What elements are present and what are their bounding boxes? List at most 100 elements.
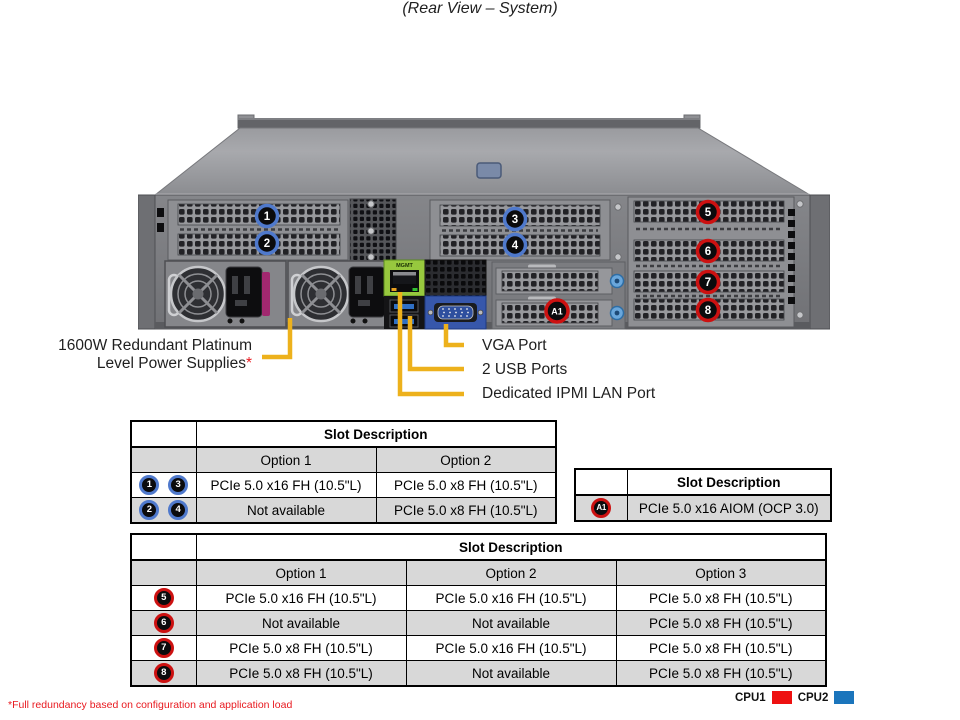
option-header: Option 2 <box>405 559 617 586</box>
psu-label-line1: 1600W Redundant Platinum <box>58 337 252 354</box>
callout-6: 6 <box>695 238 721 264</box>
vga-port-label: VGA Port <box>482 337 547 354</box>
psu-label: 1600W Redundant Platinum Level Power Sup… <box>26 337 252 372</box>
table-corner-cell <box>130 533 197 561</box>
ipmi-lan-port-label: Dedicated IPMI LAN Port <box>482 385 656 402</box>
slot-badge-7: 7 <box>153 638 174 658</box>
rack-ear-right <box>809 194 830 330</box>
table-cell: PCIe 5.0 x16 FH (10.5"L) <box>195 585 407 611</box>
redundancy-footnote: *Full redundancy based on configuration … <box>8 699 293 711</box>
badge-cell: A1 <box>574 494 628 522</box>
table-header: Slot Description <box>626 468 832 496</box>
cpu2-color-swatch <box>834 691 855 704</box>
badge-cell: 6 <box>130 610 197 636</box>
svg-text:3: 3 <box>512 214 518 226</box>
lid-latch-button <box>476 162 502 179</box>
svg-text:4: 4 <box>512 240 519 252</box>
callout-2: 2 <box>254 230 280 256</box>
psu-release-tab <box>262 272 270 316</box>
badge-cell: 2 4 <box>130 497 197 524</box>
svg-text:1: 1 <box>264 211 271 223</box>
cpu-legend: CPU1 CPU2 <box>735 691 855 704</box>
svg-text:7: 7 <box>705 277 711 289</box>
table-cell: Not available <box>195 610 407 636</box>
mgmt-port-label: MGMT <box>396 263 413 269</box>
svg-text:6: 6 <box>705 246 711 258</box>
center-vent-column <box>349 198 397 262</box>
callout-7: 7 <box>695 269 721 295</box>
table-cell: PCIe 5.0 x8 FH (10.5"L) <box>615 610 827 636</box>
callout-4: 4 <box>502 232 528 258</box>
vga-port <box>424 295 487 330</box>
slot-badge-6: 6 <box>153 613 174 633</box>
slot-badge-4: 4 <box>168 500 189 520</box>
badge-cell: 5 <box>130 585 197 611</box>
table-cell: PCIe 5.0 x16 FH (10.5"L) <box>405 635 617 661</box>
table-cell: PCIe 5.0 x8 FH (10.5"L) <box>375 497 557 524</box>
slot-table-aiom: Slot Description A1 PCIe 5.0 x16 AIOM (O… <box>574 468 832 522</box>
chassis-lid <box>153 114 812 196</box>
power-supply-1 <box>164 260 287 328</box>
table-cell: PCIe 5.0 x8 FH (10.5"L) <box>195 635 407 661</box>
table-cell: Not available <box>195 497 377 524</box>
slot-badge-1: 1 <box>139 475 160 495</box>
callout-1: 1 <box>254 203 280 229</box>
cpu1-color-swatch <box>771 691 792 704</box>
right-edge-vent-holes <box>788 209 795 304</box>
table-corner-cell <box>574 468 628 496</box>
slot-bay-left <box>167 199 349 261</box>
slot-badge-5: 5 <box>153 588 174 608</box>
usb-ports <box>384 296 425 329</box>
table-cell: PCIe 5.0 x8 FH (10.5"L) <box>375 472 557 498</box>
slot-bay-center <box>429 199 622 261</box>
table-corner-cell <box>130 420 197 448</box>
ocp-slot-vent-upper <box>501 270 599 292</box>
option-header: Option 2 <box>375 446 557 473</box>
badge-cell: 8 <box>130 660 197 687</box>
psu-label-asterisk: * <box>245 354 252 372</box>
page-title: (Rear View – System) <box>402 0 558 17</box>
table-cell: PCIe 5.0 x8 FH (10.5"L) <box>615 635 827 661</box>
cpu1-label: CPU1 <box>735 691 766 704</box>
psu-power-inlet <box>348 266 386 318</box>
option-header: Option 1 <box>195 559 407 586</box>
table-header: Slot Description <box>195 533 827 561</box>
table-header: Slot Description <box>195 420 557 448</box>
callout-a1: A1 <box>544 298 570 324</box>
callout-8: 8 <box>695 297 721 323</box>
table-cell: PCIe 5.0 x8 FH (10.5"L) <box>195 660 407 687</box>
usb-port-icon <box>389 299 419 313</box>
svg-text:2: 2 <box>264 238 270 250</box>
server-rear-view-illustration: MGMT <box>138 114 830 330</box>
table-corner-cell <box>130 446 197 473</box>
table-cell: PCIe 5.0 x16 AIOM (OCP 3.0) <box>626 494 832 522</box>
ipmi-lan-port: MGMT <box>383 259 426 297</box>
callout-5: 5 <box>695 199 721 225</box>
slot-table-bottom: Slot Description Option 1 Option 2 Optio… <box>130 533 828 687</box>
badge-cell: 7 <box>130 635 197 661</box>
table-corner-cell <box>130 559 197 586</box>
table-cell: PCIe 5.0 x8 FH (10.5"L) <box>615 585 827 611</box>
option-header: Option 3 <box>615 559 827 586</box>
table-cell: PCIe 5.0 x16 FH (10.5"L) <box>405 585 617 611</box>
io-vent-block <box>424 259 487 297</box>
slot-table-left: Slot Description Option 1 Option 2 1 3 P… <box>130 420 558 524</box>
callout-3: 3 <box>502 206 528 232</box>
svg-text:5: 5 <box>705 207 712 219</box>
table-cell: PCIe 5.0 x8 FH (10.5"L) <box>615 660 827 687</box>
table-cell: Not available <box>405 610 617 636</box>
psu-label-line2: Level Power Supplies <box>96 354 246 372</box>
slot-badge-2: 2 <box>139 500 160 520</box>
slot-badge-3: 3 <box>168 475 189 495</box>
psu-power-inlet <box>225 266 263 318</box>
svg-text:8: 8 <box>705 305 712 317</box>
psu-fan-icon <box>292 265 350 323</box>
usb-ports-label: 2 USB Ports <box>482 361 568 378</box>
badge-cell: 1 3 <box>130 472 197 498</box>
table-cell: PCIe 5.0 x16 FH (10.5"L) <box>195 472 377 498</box>
usb-port-icon <box>389 314 419 328</box>
svg-text:A1: A1 <box>551 307 563 317</box>
cpu2-label: CPU2 <box>797 691 829 704</box>
table-cell: Not available <box>405 660 617 687</box>
